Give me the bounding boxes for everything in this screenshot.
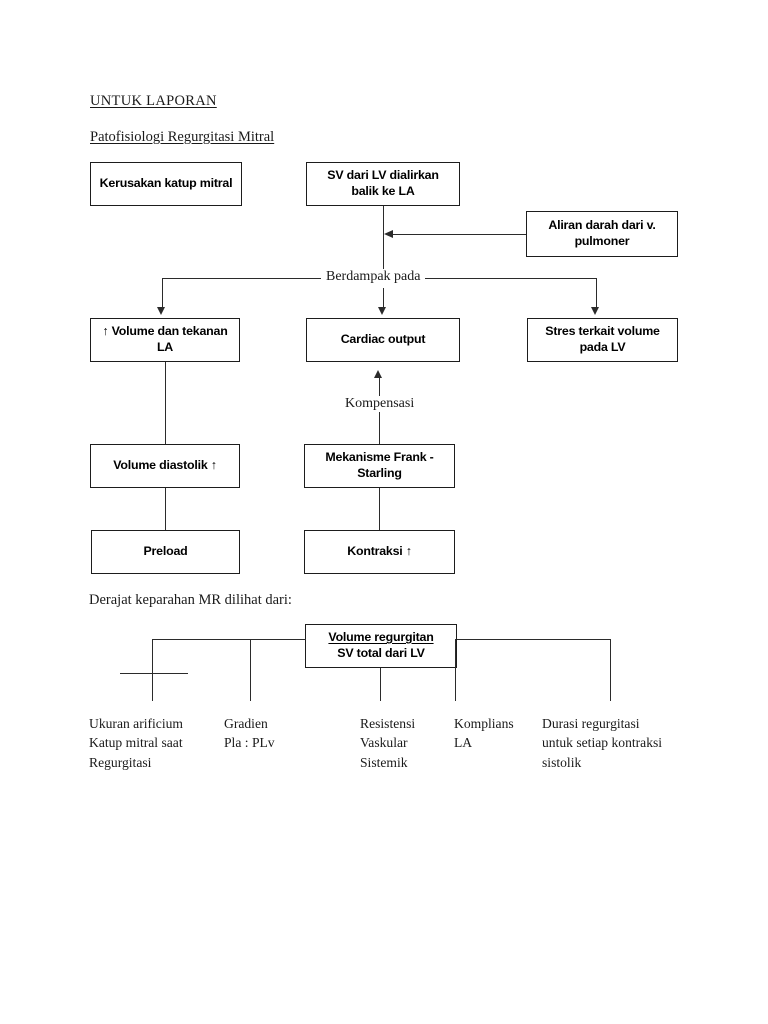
- box-aliran-darah-pulmoner: Aliran darah dari v. pulmoner: [526, 211, 678, 257]
- fraction-denominator: SV total dari LV: [337, 646, 425, 660]
- box-label: Volume diastolik ↑: [113, 458, 217, 473]
- box-volume-regurgitan-fraction: Volume regurgitan SV total dari LV: [305, 624, 457, 668]
- severity-intro-text: Derajat keparahan MR dilihat dari:: [89, 592, 292, 608]
- connector-severity-leg-3: [380, 668, 381, 701]
- box-label: Cardiac output: [340, 332, 426, 347]
- connector-aliran-to-sv: [392, 234, 526, 235]
- connector-severity-leg-2: [250, 639, 251, 701]
- severity-factor-2: Gradien Pla : PLv: [224, 716, 275, 751]
- severity-factor-1: Ukuran arificium Katup mitral saat Regur…: [89, 716, 183, 770]
- box-label: Stres terkait volume pada LV: [545, 324, 660, 354]
- box-mekanisme-frank-starling: Mekanisme Frank - Starling: [304, 444, 455, 488]
- box-label: Mekanisme Frank - Starling: [325, 450, 434, 480]
- connector-label-kompensasi: Kompensasi: [340, 396, 420, 412]
- connector-severity-bus-left: [152, 639, 306, 640]
- connector-severity-leg-5: [610, 639, 611, 701]
- box-label: Preload: [143, 544, 188, 559]
- diagram-subtitle: Patofisiologi Regurgitasi Mitral: [90, 129, 275, 145]
- fraction-numerator: Volume regurgitan: [328, 630, 434, 645]
- page-title: UNTUK LAPORAN: [90, 93, 217, 109]
- box-label: SV dari LV dialirkan balik ke LA: [327, 168, 439, 198]
- severity-factor-4: Komplians LA: [454, 716, 514, 751]
- arrow-down-icon: [378, 307, 386, 315]
- connector-berdampak-leg-left: [162, 278, 163, 309]
- connector-severity-bus-right: [457, 639, 611, 640]
- box-kerusakan-katup-mitral: Kerusakan katup mitral: [90, 162, 242, 206]
- stray-rule: [120, 673, 188, 674]
- arrow-left-icon: [384, 230, 393, 238]
- connector-starling-to-kontraksi: [379, 488, 380, 530]
- box-label: Kontraksi ↑: [347, 544, 412, 559]
- box-label: Aliran darah dari v. pulmoner: [548, 218, 656, 248]
- arrow-down-icon: [591, 307, 599, 315]
- box-sv-dari-lv: SV dari LV dialirkan balik ke LA: [306, 162, 460, 206]
- connector-la-to-diastolik: [165, 362, 166, 444]
- box-kontraksi: Kontraksi ↑: [304, 530, 455, 574]
- arrow-up-icon: [374, 370, 382, 378]
- connector-diastolik-to-preload: [165, 488, 166, 530]
- severity-factor-3: Resistensi Vaskular Sistemik: [360, 716, 416, 770]
- box-label: Kerusakan katup mitral: [99, 176, 233, 191]
- arrow-down-icon: [157, 307, 165, 315]
- box-preload: Preload: [91, 530, 240, 574]
- connector-severity-leg-4: [455, 639, 456, 701]
- box-stres-terkait-volume-lv: Stres terkait volume pada LV: [527, 318, 678, 362]
- severity-factor-5: Durasi regurgitasi untuk setiap kontraks…: [542, 716, 663, 770]
- box-cardiac-output: Cardiac output: [306, 318, 460, 362]
- connector-berdampak-leg-center: [383, 288, 384, 309]
- connector-sv-down: [383, 206, 384, 278]
- connector-label-berdampak-pada: Berdampak pada: [321, 269, 426, 285]
- connector-berdampak-leg-right: [596, 278, 597, 309]
- box-label: ↑ Volume dan tekanan LA: [102, 324, 228, 354]
- box-volume-diastolik: Volume diastolik ↑: [90, 444, 240, 488]
- box-volume-dan-tekanan-la: ↑ Volume dan tekanan LA: [90, 318, 240, 362]
- connector-severity-leg-1: [152, 639, 153, 701]
